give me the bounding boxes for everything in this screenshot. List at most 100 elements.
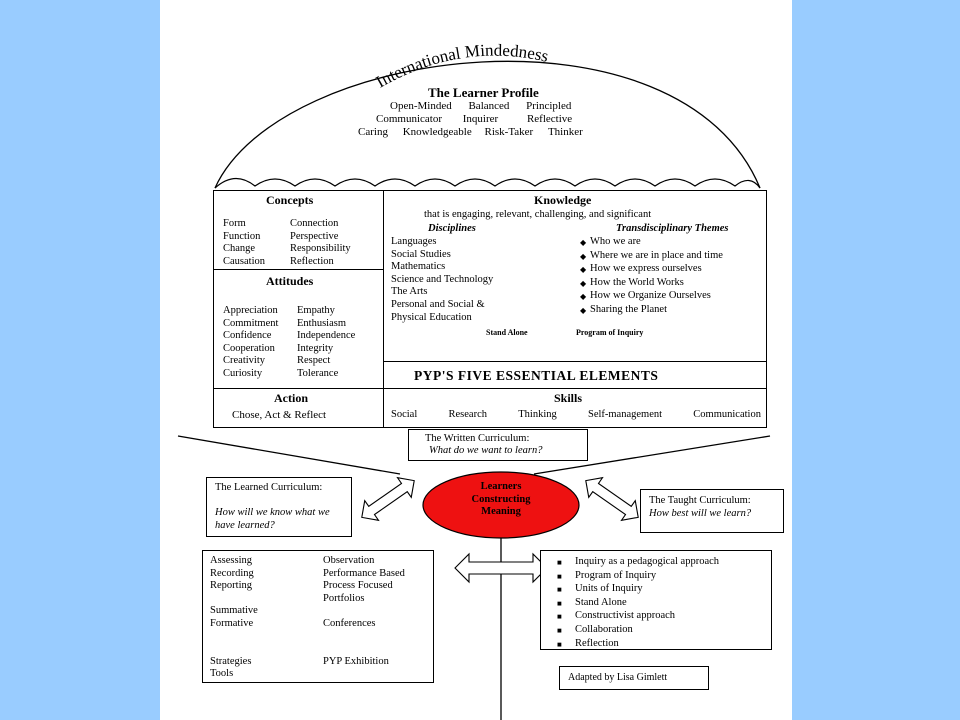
action-title: Action <box>274 391 308 405</box>
center-line: Learners <box>480 481 522 492</box>
attitude-item: Appreciation <box>223 305 278 316</box>
discipline-item: Physical Education <box>391 311 472 323</box>
attitude-item: Confidence <box>223 330 272 342</box>
bullet-icon: ■ <box>557 598 562 608</box>
bullet-icon: ◆ <box>580 292 587 302</box>
learners-constructing-meaning: Learners Constructing Meaning <box>430 481 572 519</box>
disciplines-title: Disciplines <box>428 223 476 234</box>
assessment-item: Recording <box>210 567 254 579</box>
disciplines-list: Languages Social Studies Mathematics Sci… <box>391 236 493 324</box>
trait-communicator: Communicator <box>376 113 442 125</box>
written-curriculum-box: The Written Curriculum: What do we want … <box>408 429 588 461</box>
theme-item: ◆How the World Works <box>580 277 723 291</box>
pedagogy-item: ■Units of Inquiry <box>557 583 719 597</box>
assessment-item: PYP Exhibition <box>323 655 389 667</box>
attitudes-col2: Empathy Enthusiasm Independence Integrit… <box>297 305 355 381</box>
bullet-icon: ■ <box>557 612 562 622</box>
theme-item: ◆How we express ourselves <box>580 263 723 277</box>
attitude-item: Empathy <box>297 305 335 316</box>
pedagogy-item: ■Inquiry as a pedagogical approach <box>557 556 719 570</box>
trait-thinker: Thinker <box>547 126 583 138</box>
trait-knowledgeable: Knowledgeable <box>402 126 472 138</box>
skills-title: Skills <box>554 391 583 405</box>
concept-item: Causation <box>223 255 265 267</box>
attitudes-box: Attitudes Appreciation Commitment Confid… <box>213 269 384 389</box>
attitude-item: Commitment <box>223 317 279 329</box>
attitude-item: Integrity <box>297 342 334 354</box>
trait-inquirer: Inquirer <box>462 113 499 125</box>
assessment-item: Summative <box>210 605 258 617</box>
taught-curriculum-title: The Taught Curriculum: <box>649 495 751 506</box>
trait-balanced: Balanced <box>468 100 510 112</box>
essential-elements-box: PYP'S FIVE ESSENTIAL ELEMENTS <box>383 361 767 389</box>
skill-item: Research <box>448 409 487 420</box>
concepts-col1: Form Function Change Causation <box>223 218 265 268</box>
bullet-icon: ■ <box>557 625 562 635</box>
pedagogy-item: ■Collaboration <box>557 624 719 638</box>
learners-ellipse <box>422 471 580 539</box>
theme-item: ◆Where we are in place and time <box>580 250 723 264</box>
pedagogy-item: ■Stand Alone <box>557 597 719 611</box>
center-line: Constructing <box>471 493 531 505</box>
attitude-item: Respect <box>297 355 331 367</box>
credit-text: Adapted by Lisa Gimlett <box>568 672 668 683</box>
trait-caring: Caring <box>358 126 388 138</box>
attitude-item: Creativity <box>223 355 265 367</box>
balance-left-label: Stand Alone <box>486 328 528 337</box>
assessment-box: Assessing Recording Reporting Summative … <box>202 550 434 683</box>
concepts-box: Concepts Form Function Change Causation … <box>213 190 384 270</box>
assessment-item: Reporting <box>210 580 252 592</box>
discipline-item: Social Studies <box>391 248 451 260</box>
left-double-arrow <box>361 476 415 522</box>
bullet-icon: ◆ <box>580 251 587 261</box>
attitude-item: Independence <box>297 330 356 342</box>
center-line: Meaning <box>481 506 521 517</box>
themes-list: ◆Who we are ◆Where we are in place and t… <box>580 236 723 318</box>
bullet-icon: ■ <box>557 558 562 567</box>
knowledge-box: Knowledge that is engaging, relevant, ch… <box>383 190 767 362</box>
discipline-item: Personal and Social & <box>391 298 485 310</box>
assessment-item: Assessing <box>210 555 253 566</box>
skill-item: Communication <box>693 409 761 420</box>
theme-item: ◆Who we are <box>580 236 723 250</box>
learned-curriculum-title: The Learned Curriculum: <box>215 482 323 493</box>
diagram-drawing: International Mindedness <box>177 41 771 720</box>
assessment-item: Observation <box>323 555 375 566</box>
written-curriculum-question: What do we want to learn? <box>429 445 543 456</box>
pedagogy-list: ■Inquiry as a pedagogical approach ■Prog… <box>557 556 719 651</box>
assessment-item: Process Focused <box>323 580 393 592</box>
assessment-item: Strategies <box>210 655 252 667</box>
action-text: Chose, Act & Reflect <box>232 409 327 421</box>
concept-item: Reflection <box>290 255 334 267</box>
discipline-item: The Arts <box>391 286 428 298</box>
concepts-col2: Connection Perspective Responsibility Re… <box>290 218 351 268</box>
attitude-item: Curiosity <box>223 367 263 379</box>
assessment-item: Performance Based <box>323 567 405 579</box>
balance-right-label: Program of Inquiry <box>576 328 644 337</box>
skills-box: Skills Social Research Thinking Self-man… <box>383 388 767 428</box>
action-box: Action Chose, Act & Reflect <box>213 388 384 428</box>
concept-item: Responsibility <box>290 243 351 255</box>
trait-reflective: Reflective <box>526 113 573 125</box>
discipline-item: Languages <box>391 236 437 247</box>
dome-wavy-base <box>214 177 761 189</box>
assessment-col2: Observation Performance Based Process Fo… <box>323 555 405 668</box>
skill-item: Thinking <box>518 409 557 420</box>
bullet-icon: ■ <box>557 585 562 595</box>
learned-curriculum-box: The Learned Curriculum: How will we know… <box>206 477 352 537</box>
attitudes-title: Attitudes <box>266 274 314 288</box>
concepts-title: Concepts <box>266 193 314 207</box>
attitude-item: Tolerance <box>297 367 339 379</box>
trait-open-minded: Open-Minded <box>390 100 452 112</box>
skills-list: Social Research Thinking Self-management… <box>391 409 761 421</box>
taught-curriculum-box: The Taught Curriculum: How best will we … <box>640 489 784 533</box>
learner-profile-row1: Open-Minded Balanced Principled <box>390 100 571 113</box>
trait-risk-taker: Risk-Taker <box>484 126 534 138</box>
concept-item: Change <box>223 243 256 255</box>
theme-item: ◆Sharing the Planet <box>580 304 723 318</box>
assessment-item: Portfolios <box>323 592 365 604</box>
dome-outline <box>214 60 761 189</box>
concept-item: Function <box>223 230 261 242</box>
theme-item: ◆How we Organize Ourselves <box>580 290 723 304</box>
essential-elements-title: PYP'S FIVE ESSENTIAL ELEMENTS <box>414 368 659 383</box>
